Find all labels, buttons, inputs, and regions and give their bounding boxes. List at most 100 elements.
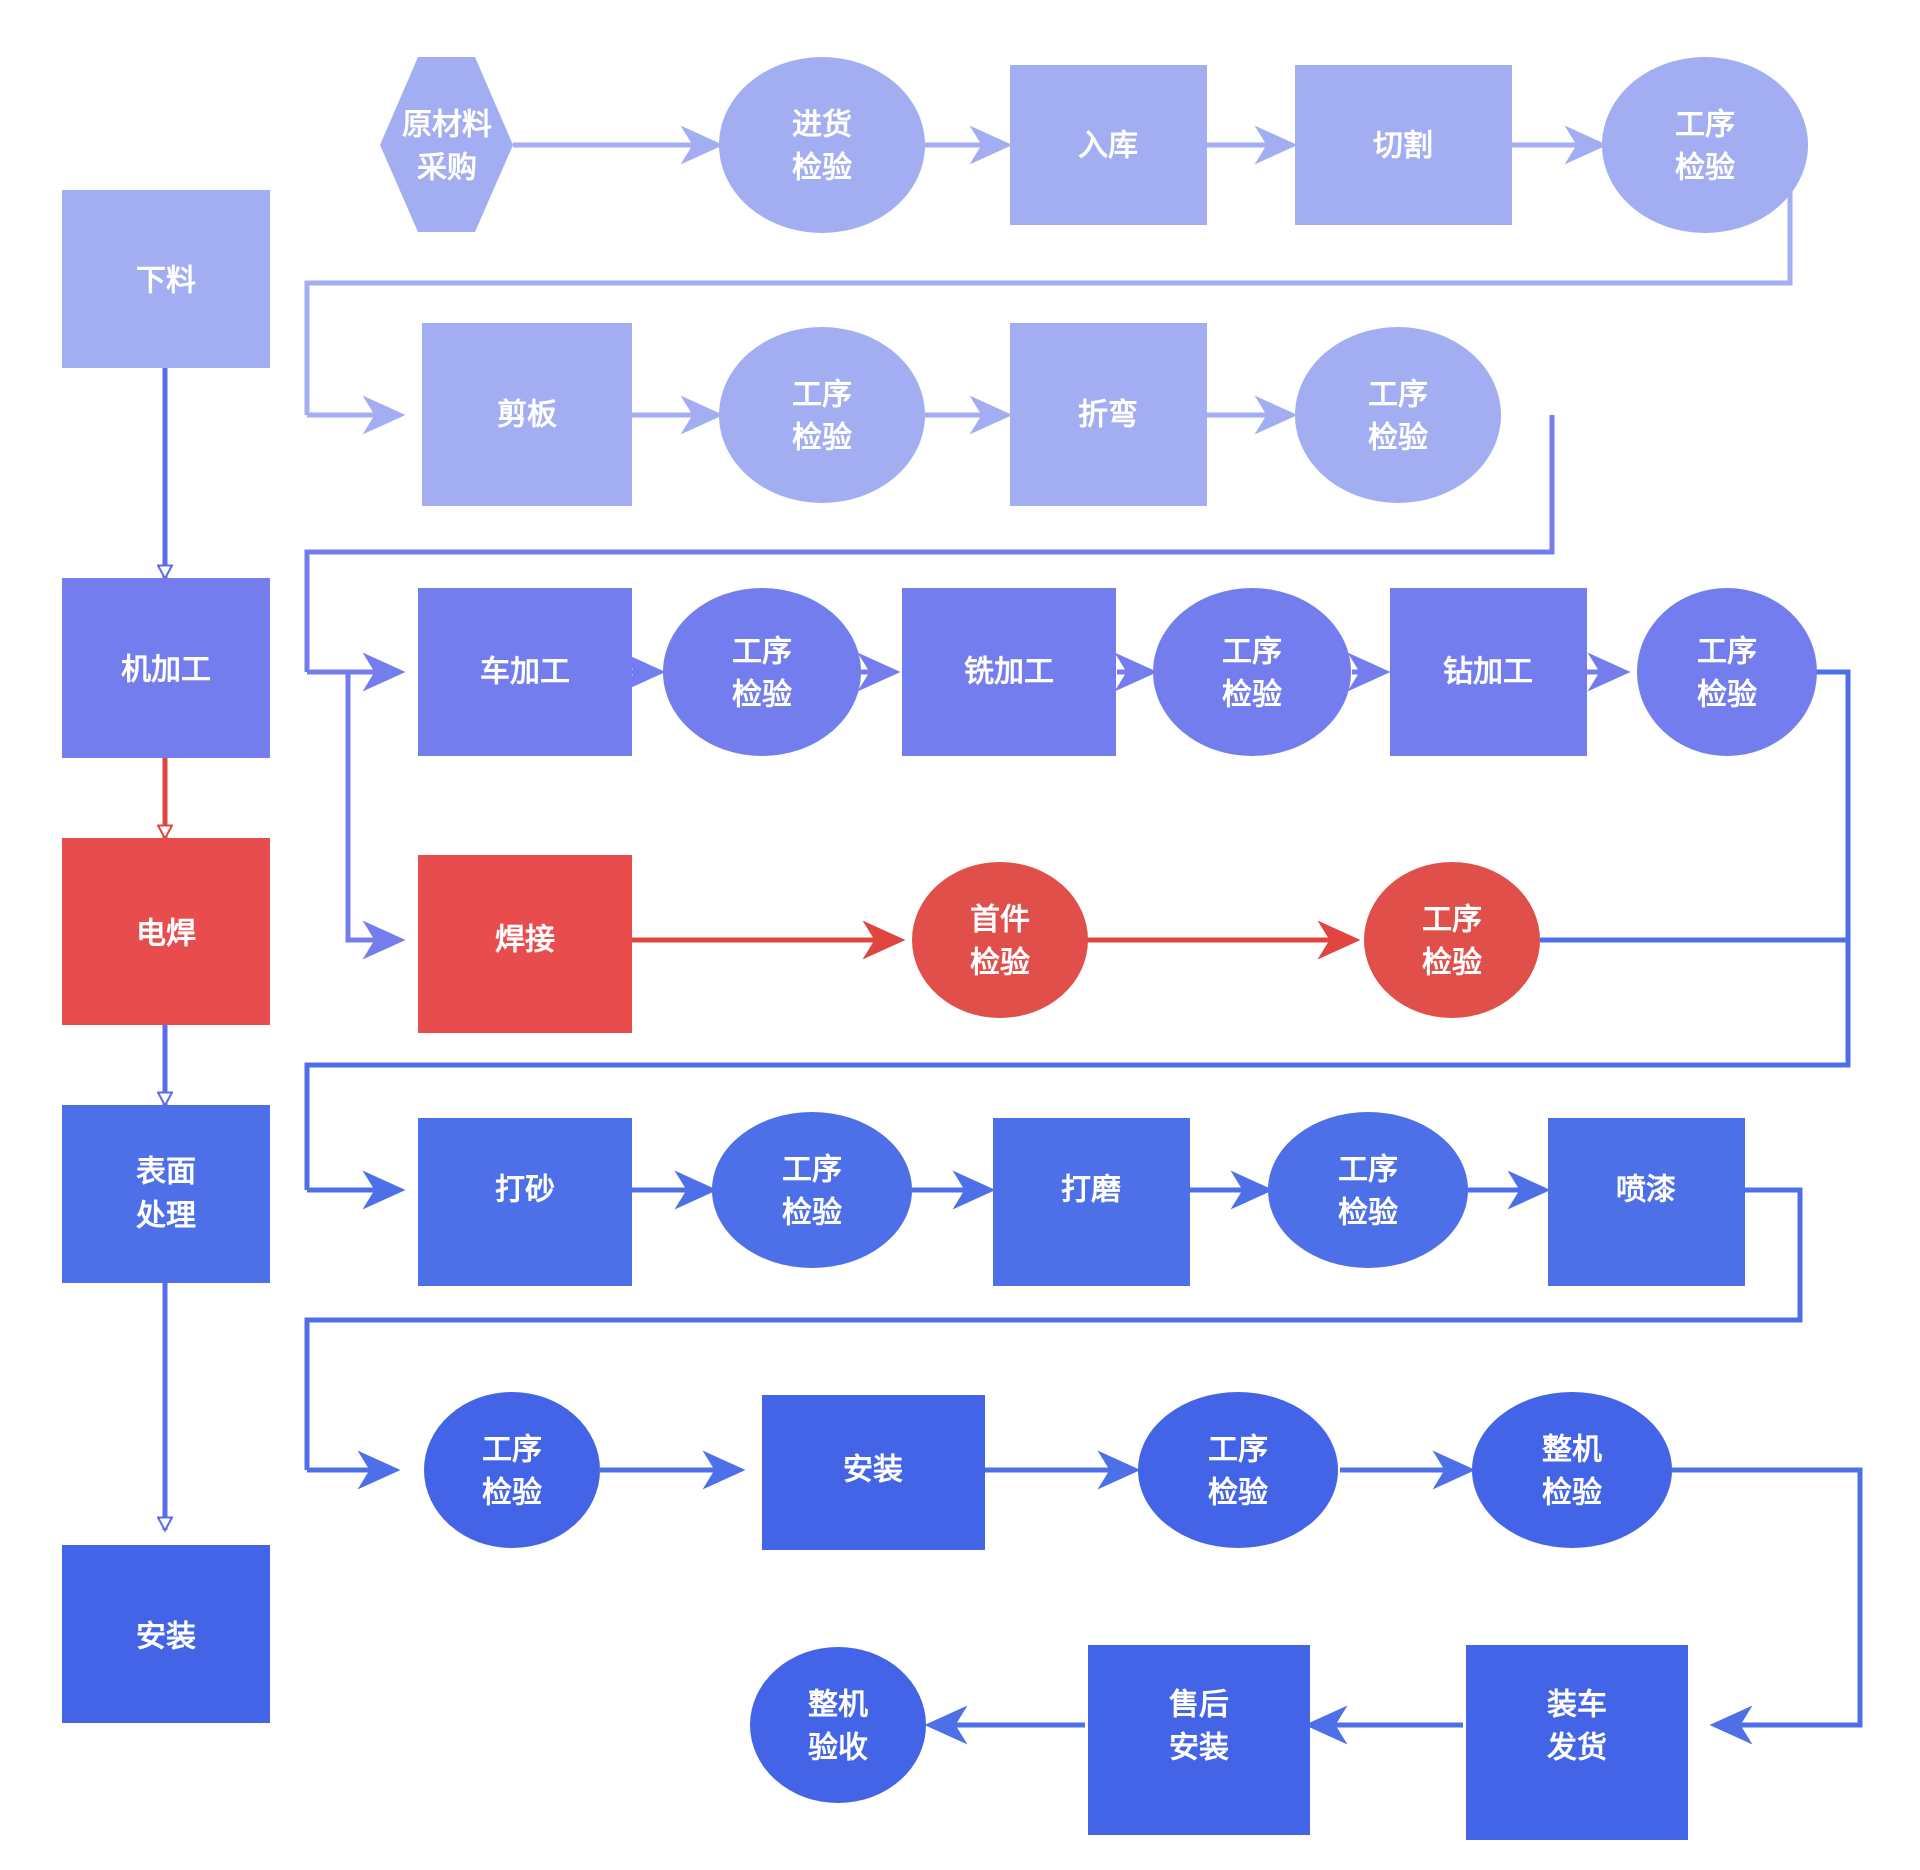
node-label-r1n4: 切割 [1373,129,1433,164]
row-welding: 焊接 首件 检验 工序 检验 [418,855,1540,1033]
node-process-inspection-10[interactable]: 工序 检验 [424,1392,600,1548]
node-label-r3n3: 铣加工 [964,655,1054,690]
node-final-acceptance[interactable]: 整机 验收 [750,1647,926,1803]
node-welding[interactable]: 焊接 [418,855,632,1033]
node-label-r5n4-line1: 工序 [1338,1153,1398,1188]
node-label-r1n1-line2: 采购 [417,151,477,186]
node-process-inspection-5[interactable]: 工序 检验 [1153,588,1351,756]
rect-shape-after-sales-installation [1088,1645,1310,1835]
node-milling[interactable]: 铣加工 [902,588,1116,756]
rect-shape-loading-shipment [1466,1645,1688,1840]
circle-shape-process-inspection-6 [1637,588,1817,756]
rect-shape-welding [418,855,632,1033]
node-turning[interactable]: 车加工 [418,588,632,756]
node-process-inspection-8[interactable]: 工序 检验 [712,1112,912,1268]
node-label-r6n4-line1: 整机 [1542,1433,1602,1468]
row-shearing: 剪板 工序 检验 折弯 工序 检验 [422,323,1501,506]
stage-node-xialiao[interactable]: 下料 [62,190,270,368]
node-raw-material-purchase[interactable]: 原材料 采购 [380,57,513,232]
node-label-r1n2-line1: 进货 [792,108,852,143]
node-label-r2n2-line2: 检验 [792,421,852,456]
node-label-r1n5-line1: 工序 [1675,108,1735,143]
node-label-r1n3: 入库 [1078,129,1138,164]
stage-node-biaomian[interactable]: 表面 处理 [62,1105,270,1283]
node-label-r4n1: 焊接 [495,923,555,958]
edge-row1-row2-wrap [304,145,1793,415]
node-label-r3n5: 钻加工 [1443,655,1533,690]
circle-shape-process-inspection-9 [1268,1112,1468,1268]
node-label-r6n2: 安装 [843,1453,903,1488]
node-label-r4n2-line1: 首件 [970,903,1030,938]
node-label-r7n3-line1: 装车 [1547,1688,1607,1723]
node-warehousing[interactable]: 入库 [1010,65,1207,225]
circle-shape-process-inspection-3 [1295,327,1501,503]
circle-shape-process-inspection-7 [1364,862,1540,1018]
circle-shape-process-inspection-11 [1138,1392,1338,1548]
stage-label-dianhan: 电焊 [136,917,196,952]
node-grinding[interactable]: 打磨 [993,1118,1190,1286]
circle-shape-process-inspection-5 [1153,588,1351,756]
stage-label-biaomian-line2: 处理 [135,1199,196,1234]
stage-node-dianhan[interactable]: 电焊 [62,838,270,1025]
node-drilling[interactable]: 钻加工 [1390,588,1587,756]
node-cutting[interactable]: 切割 [1295,65,1512,225]
node-label-r7n3-line2: 发货 [1546,1731,1607,1766]
stage-label-xialiao: 下料 [136,264,196,299]
node-process-inspection-4[interactable]: 工序 检验 [663,588,861,756]
node-after-sales-installation[interactable]: 售后 安装 [1088,1645,1310,1835]
rect-shape-bending [1010,323,1207,506]
node-label-r2n2-line1: 工序 [792,378,852,413]
node-process-inspection-2[interactable]: 工序 检验 [719,327,925,503]
node-process-inspection-6[interactable]: 工序 检验 [1637,588,1817,756]
node-label-r4n3-line2: 检验 [1422,946,1482,981]
stage-node-jijiagong[interactable]: 机加工 [62,578,270,758]
stage-label-biaomian-line1: 表面 [136,1155,196,1190]
node-complete-machine-inspection[interactable]: 整机 检验 [1472,1392,1672,1548]
node-process-inspection-9[interactable]: 工序 检验 [1268,1112,1468,1268]
circle-shape-process-inspection-4 [663,588,861,756]
node-label-r2n1: 剪板 [497,398,557,433]
edge-row2-row3-wrap [304,415,1555,672]
node-label-r5n3: 打磨 [1061,1173,1121,1208]
node-label-r1n2-line2: 检验 [792,151,852,186]
stage-label-jijiagong: 机加工 [121,653,211,688]
node-process-inspection-1[interactable]: 工序 检验 [1602,57,1808,233]
rect-shape-shearing [422,323,632,506]
node-sandblasting[interactable]: 打砂 [418,1118,632,1286]
edge-row5-row6-wrap [304,1187,1803,1470]
stage-shape-anzhuang [62,1545,270,1723]
stage-node-anzhuang[interactable]: 安装 [62,1545,270,1723]
rect-shape-grinding [993,1118,1190,1286]
node-label-r7n2-line2: 安装 [1169,1731,1229,1766]
row-surface: 打砂 工序 检验 打磨 工序 检验 喷漆 [418,1112,1745,1286]
node-first-article-inspection[interactable]: 首件 检验 [912,862,1088,1018]
node-shearing[interactable]: 剪板 [422,323,632,506]
node-label-r1n1-line1: 原材料 [402,108,492,143]
node-label-r5n1: 打砂 [495,1173,555,1208]
circle-shape-process-inspection-1 [1602,57,1808,233]
node-loading-shipment[interactable]: 装车 发货 [1466,1645,1688,1840]
node-process-inspection-11[interactable]: 工序 检验 [1138,1392,1338,1548]
rect-shape-painting [1548,1118,1745,1286]
node-bending[interactable]: 折弯 [1010,323,1207,506]
node-assembly[interactable]: 安装 [762,1395,985,1550]
edge-row3-row5-wrap [304,669,1851,1190]
rect-shape-milling [902,588,1116,756]
node-label-r3n1: 车加工 [480,655,570,690]
rect-shape-cutting [1295,65,1512,225]
node-painting[interactable]: 喷漆 [1548,1118,1745,1286]
node-incoming-inspection[interactable]: 进货 检验 [719,57,925,233]
stage-column: 下料 机加工 电焊 表面 处理 安装 [62,190,270,1723]
stage-shape-biaomian [62,1105,270,1283]
node-process-inspection-3[interactable]: 工序 检验 [1295,327,1501,503]
circle-shape-incoming-inspection [719,57,925,233]
node-label-r6n1-line2: 检验 [482,1476,542,1511]
edge-row6-row7-wrap [1672,1467,1863,1745]
stage-shape-xialiao [62,190,270,368]
node-label-r7n1-line1: 整机 [808,1688,868,1723]
node-process-inspection-7[interactable]: 工序 检验 [1364,862,1540,1018]
row-delivery: 整机 验收 售后 安装 装车 发货 [750,1645,1688,1840]
node-label-r3n6-line1: 工序 [1697,635,1757,670]
